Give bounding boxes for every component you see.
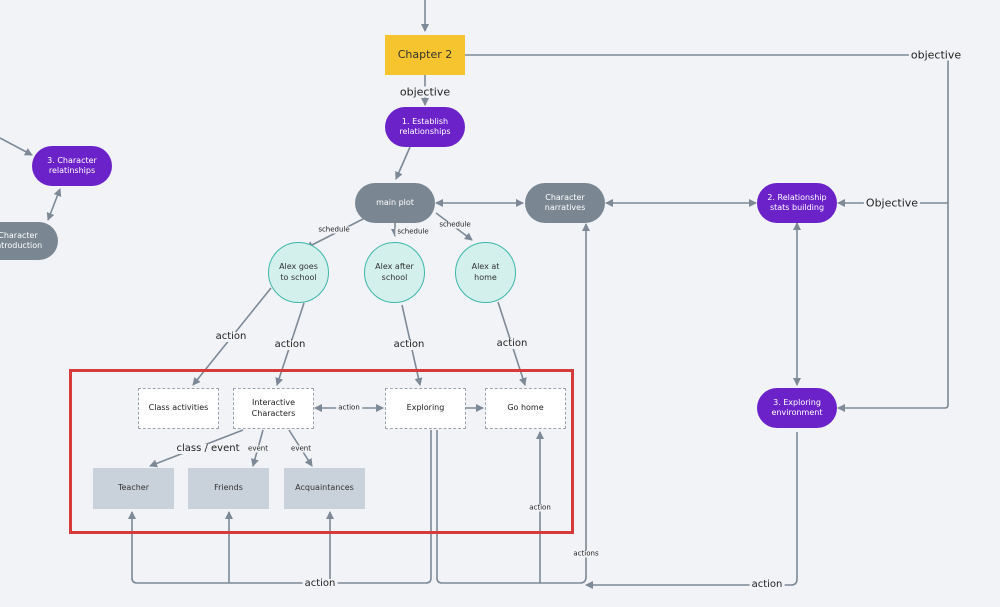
label-action-mid: action [336,403,362,412]
label-class-event: class / event [174,443,242,454]
node-relationship-stats[interactable]: 2. Relationship stats building [757,183,837,223]
edge-left-to-char-rel [0,137,33,156]
node-teacher[interactable]: Teacher [93,468,174,509]
node-class-activities[interactable]: Class activities [138,388,219,429]
node-character-introduction[interactable]: Character introduction [0,222,58,260]
edge-establish-mainplot [395,146,411,180]
node-exploring-environment[interactable]: 3. Exploring environment [757,388,837,428]
label-action-exploring: action [391,339,427,350]
label-event-acquaint: event [289,444,313,453]
node-interactive-characters[interactable]: Interactive Characters [233,388,314,429]
label-actions: actions [571,549,601,558]
label-action-bottom: action [302,578,338,589]
edge-bottom-loop [128,430,432,584]
node-exploring[interactable]: Exploring [385,388,466,429]
label-objective-top: objective [908,48,964,62]
node-main-plot[interactable]: main plot [355,183,435,223]
label-action-bottom-right: action [749,579,785,590]
edge-char-intro-char-rel [46,188,62,221]
label-schedule-1: schedule [316,225,352,234]
node-go-home[interactable]: Go home [485,388,566,429]
label-event-friends: event [246,444,270,453]
node-friends[interactable]: Friends [188,468,269,509]
label-schedule-3: schedule [437,220,473,229]
node-establish-relationships[interactable]: 1. Establish relationships [385,107,465,147]
node-character-relationships[interactable]: 3. Character relatinships [32,146,112,186]
node-acquaintances[interactable]: Acquaintances [284,468,365,509]
edge-bottom-right-action [585,432,798,589]
node-alex-home[interactable]: Alex at home [455,242,516,303]
node-alex-school[interactable]: Alex goes to school [268,242,329,303]
edge-gohome-loop [436,430,544,584]
edge-actions-narratives [540,223,590,584]
label-action-gohome: action [494,338,530,349]
label-action-class: action [213,331,249,342]
highlight-box [69,369,574,534]
node-alex-after-school[interactable]: Alex after school [364,242,425,303]
node-chapter-2[interactable]: Chapter 2 [385,35,465,75]
label-objective-chapter: objective [397,85,453,99]
label-action-gohome-loop: action [527,503,553,512]
node-character-narratives[interactable]: Character narratives [525,183,605,223]
label-objective-right: Objective [863,196,921,210]
label-action-interactive: action [272,339,308,350]
label-schedule-2: schedule [395,227,431,236]
edge-chapter-objective-right [465,54,949,412]
